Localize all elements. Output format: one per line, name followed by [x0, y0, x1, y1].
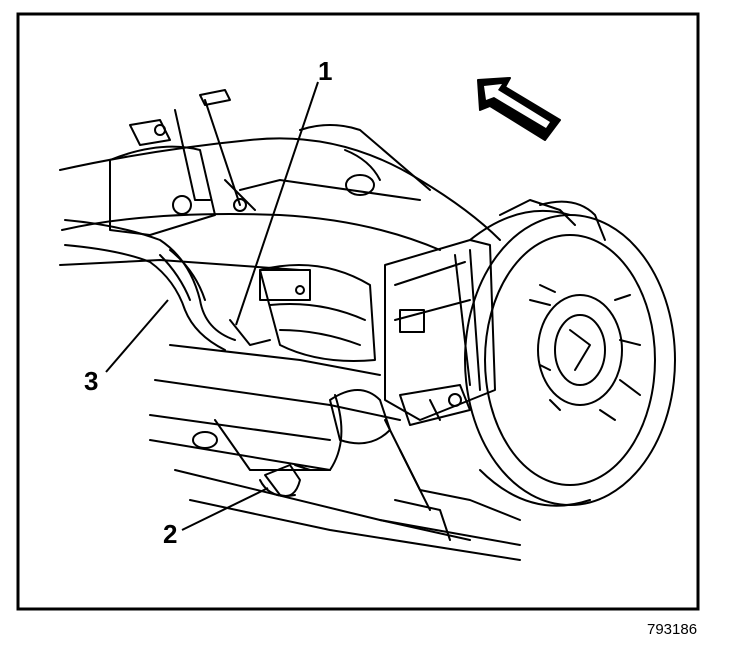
leader-line-2 [181, 487, 269, 531]
callout-leaders [105, 81, 319, 531]
leader-line-3 [105, 299, 169, 373]
frame-rail [59, 124, 521, 561]
figure-id: 793186 [647, 621, 697, 638]
brake-caliper [384, 239, 496, 426]
brake-rotor [464, 199, 676, 507]
leader-line-1 [235, 81, 319, 326]
upper-link [109, 89, 256, 236]
steering-knuckle [329, 389, 521, 541]
callout-label-2: 2 [163, 519, 177, 549]
callout-label-3: 3 [84, 366, 98, 396]
wheel-hub [529, 284, 641, 421]
callout-label-1: 1 [318, 56, 332, 86]
front-direction-arrow-icon [477, 77, 561, 141]
suspension-spring [259, 264, 376, 362]
line-art [59, 89, 676, 561]
diagram-border [16, 12, 700, 611]
brake-hose [64, 219, 271, 351]
lower-bracket [192, 431, 311, 497]
